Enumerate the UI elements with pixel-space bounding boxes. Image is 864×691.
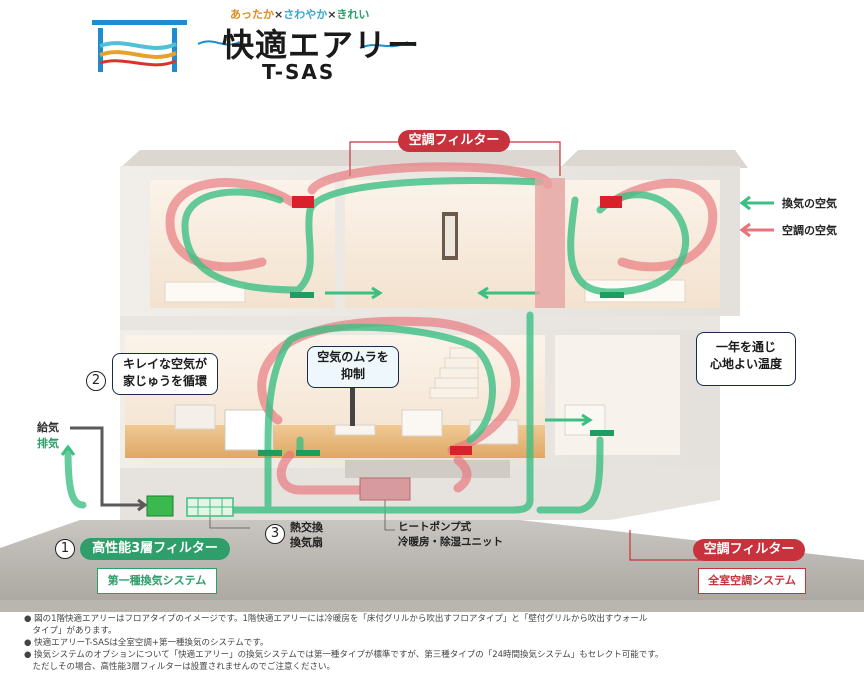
- vent-air-flow: [64, 176, 690, 514]
- clean-air-box: キレイな空気が 家じゅうを循環: [112, 353, 218, 395]
- ac-outlet-floor: [450, 446, 472, 455]
- ac-outlet-right: [600, 196, 622, 208]
- ac-outlet-left: [292, 196, 314, 208]
- supply-line: [70, 426, 145, 507]
- filter-unit: [146, 495, 174, 517]
- step-3-number: 3: [265, 524, 285, 544]
- legend-vent-arrow: [739, 195, 774, 211]
- comfort-line-2: 心地よい温度: [709, 357, 782, 371]
- step-1-number: 1: [55, 539, 75, 559]
- footnote-3-cont: ただしその場合、高性能3層フィルターは設置されませんのでご注意ください。: [24, 662, 336, 672]
- comfort-box: 一年を通じ 心地よい温度: [696, 332, 796, 386]
- footnote-2: ● 快適エアリーT-SASは全室空調+第一種換気のシステムです。: [24, 638, 269, 648]
- uneven-air-box: 空気のムラを 抑制: [307, 346, 399, 388]
- supply-label: 給気: [37, 421, 59, 434]
- uneven-air-line-1: 空気のムラを: [317, 350, 389, 364]
- tagline-sep-2: ×: [327, 8, 337, 21]
- legend-ac-arrow: [739, 222, 774, 238]
- footnote-3: ● 換気システムのオプションについて「快適エアリー」の換気システムでは第一種タイ…: [24, 650, 664, 660]
- legend-ac-label: 空調の空気: [782, 224, 837, 237]
- vent-grilles: [258, 292, 624, 456]
- heat-pump-line-1: ヒートポンプ式: [398, 521, 472, 533]
- step-2-number: 2: [86, 371, 106, 391]
- exhaust-label: 排気: [37, 437, 59, 450]
- staircase: [429, 347, 479, 399]
- brand-model: T-SAS: [262, 60, 336, 84]
- tagline-fresh: さわやか: [283, 8, 328, 21]
- ac-filter-tag-right: 空調フィルター: [693, 539, 805, 561]
- heat-pump-unit: [359, 477, 411, 501]
- ac-filter-tag-top: 空調フィルター: [398, 130, 510, 152]
- footnotes: ● 図の1階快適エアリーはフロアタイプのイメージです。1階快適エアリーには冷暖房…: [24, 613, 844, 673]
- lower-room-right: [555, 335, 680, 455]
- ac-air-flow: [165, 162, 718, 495]
- heat-exchanger-line-1: 熱交換: [290, 521, 323, 534]
- heat-pump-line-2: 冷暖房・除湿ユニット: [398, 536, 503, 548]
- brand-name: 快適エアリー: [222, 26, 421, 64]
- tagline-sep-1: ×: [274, 8, 284, 21]
- clean-air-line-1: キレイな空気が: [122, 357, 207, 371]
- system-vent-label: 第一種換気システム: [97, 568, 217, 594]
- logo-mark: [92, 20, 409, 72]
- heat-exchanger-line-2: 換気扇: [290, 536, 323, 549]
- vent-arrows: [325, 286, 593, 427]
- legend-vent-label: 換気の空気: [782, 197, 837, 210]
- tagline-clean: きれい: [336, 8, 370, 21]
- ac-duct-shaft: [535, 178, 565, 308]
- logo-tagline: あったか×さわやか×きれい: [230, 6, 369, 22]
- uneven-air-line-2: 抑制: [340, 367, 365, 381]
- system-ac-label: 全室空調システム: [698, 568, 806, 594]
- heat-exchanger-label: 熱交換 換気扇: [290, 520, 323, 550]
- clean-air-line-2: 家じゅうを循環: [122, 374, 207, 388]
- tagline-warm: あったか: [230, 8, 274, 21]
- heat-pump-label: ヒートポンプ式 冷暖房・除湿ユニット: [398, 520, 503, 550]
- footnote-1: ● 図の1階快適エアリーはフロアタイプのイメージです。1階快適エアリーには冷暖房…: [24, 614, 648, 624]
- comfort-line-1: 一年を通じ: [715, 340, 776, 354]
- footnote-1-cont: タイプ」があります。: [24, 626, 117, 636]
- filter-3-layer-tag: 高性能3層フィルター: [80, 538, 230, 560]
